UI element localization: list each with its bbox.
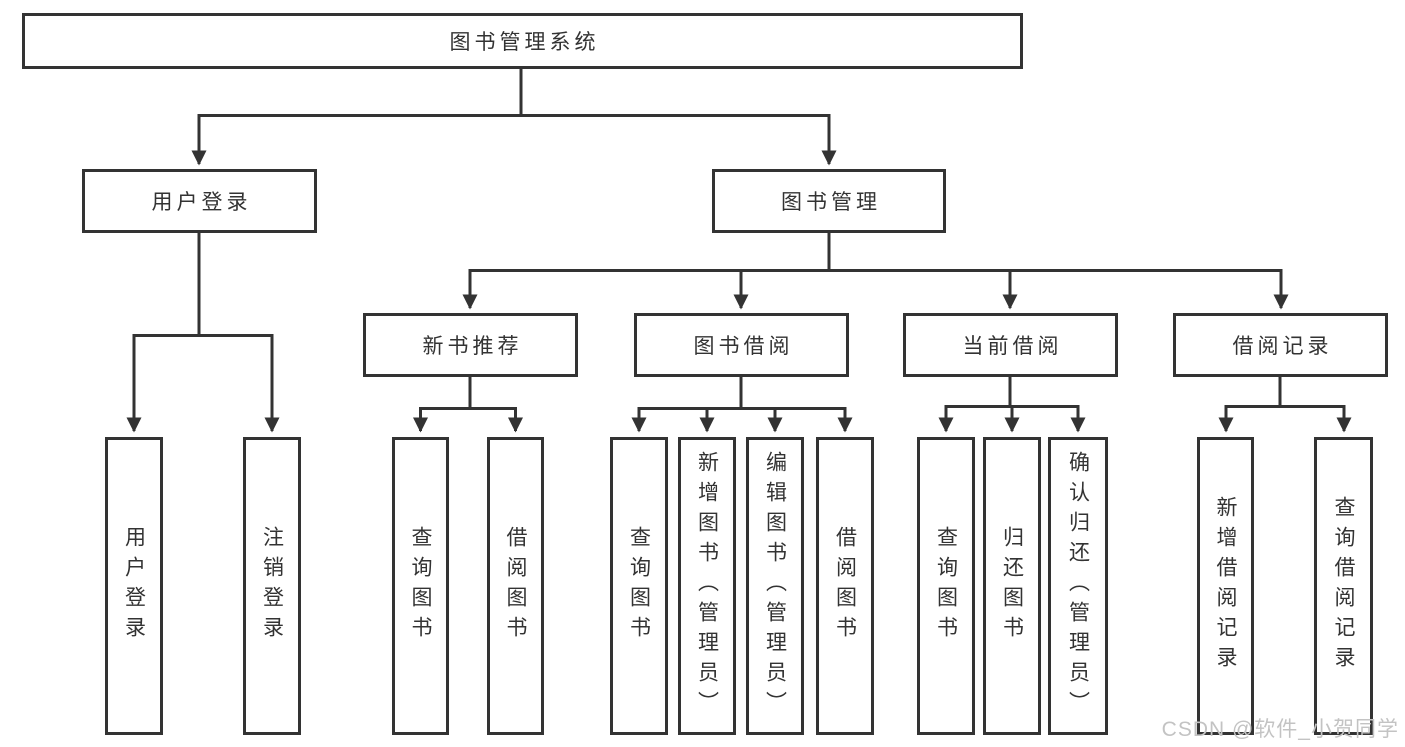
node-book-mgmt: 图书管理 bbox=[712, 169, 946, 233]
leaf-borrow-books-label: 借阅图书 bbox=[833, 526, 857, 646]
node-new-book-recommend: 新书推荐 bbox=[363, 313, 578, 377]
node-root: 图书管理系统 bbox=[22, 13, 1023, 69]
leaf-borrow-books-recommend: 借阅图书 bbox=[487, 437, 544, 735]
leaf-query-books-current-label: 查询图书 bbox=[934, 526, 958, 646]
leaf-return-book-label: 归还图书 bbox=[1000, 526, 1024, 646]
connector-book-borrow-to-leaves bbox=[631, 377, 853, 433]
leaf-borrow-books: 借阅图书 bbox=[816, 437, 874, 735]
leaf-return-book: 归还图书 bbox=[983, 437, 1041, 735]
leaf-edit-book-admin: 编辑图书（管理员） bbox=[746, 437, 804, 735]
leaf-add-book-admin: 新增图书（管理员） bbox=[678, 437, 736, 735]
connector-new-book-to-leaves bbox=[413, 377, 523, 433]
leaf-add-borrow-record-label: 新增借阅记录 bbox=[1214, 496, 1237, 676]
leaf-query-books-current: 查询图书 bbox=[917, 437, 975, 735]
leaf-add-borrow-record: 新增借阅记录 bbox=[1197, 437, 1254, 735]
node-borrow-records: 借阅记录 bbox=[1173, 313, 1388, 377]
connector-current-borrow-to-leaves bbox=[938, 377, 1086, 433]
node-book-borrow: 图书借阅 bbox=[634, 313, 849, 377]
leaf-query-books-borrow: 查询图书 bbox=[610, 437, 668, 735]
leaf-user-login-label: 用户登录 bbox=[122, 526, 146, 646]
leaf-add-book-admin-label: 新增图书（管理员） bbox=[695, 451, 719, 721]
leaf-confirm-return-admin-label: 确认归还（管理员） bbox=[1066, 451, 1090, 721]
connector-user-login-to-leaves bbox=[126, 233, 280, 433]
leaf-query-borrow-record-label: 查询借阅记录 bbox=[1332, 496, 1355, 676]
leaf-confirm-return-admin: 确认归还（管理员） bbox=[1048, 437, 1108, 735]
leaf-logout-label: 注销登录 bbox=[260, 526, 284, 646]
leaf-query-books-borrow-label: 查询图书 bbox=[627, 526, 651, 646]
connector-root-to-branches bbox=[191, 69, 837, 166]
connector-book-mgmt-to-groups bbox=[462, 233, 1289, 310]
leaf-logout: 注销登录 bbox=[243, 437, 301, 735]
leaf-borrow-books-recommend-label: 借阅图书 bbox=[504, 526, 527, 646]
csdn-watermark: CSDN @软件_小贺同学 bbox=[1161, 718, 1399, 741]
node-current-borrow: 当前借阅 bbox=[903, 313, 1118, 377]
leaf-user-login: 用户登录 bbox=[105, 437, 163, 735]
leaf-query-borrow-record: 查询借阅记录 bbox=[1314, 437, 1373, 735]
connector-borrow-records-to-leaves bbox=[1218, 377, 1352, 433]
leaf-edit-book-admin-label: 编辑图书（管理员） bbox=[763, 451, 787, 721]
node-user-login: 用户登录 bbox=[82, 169, 317, 233]
leaf-query-books-recommend-label: 查询图书 bbox=[409, 526, 432, 646]
leaf-query-books-recommend: 查询图书 bbox=[392, 437, 449, 735]
